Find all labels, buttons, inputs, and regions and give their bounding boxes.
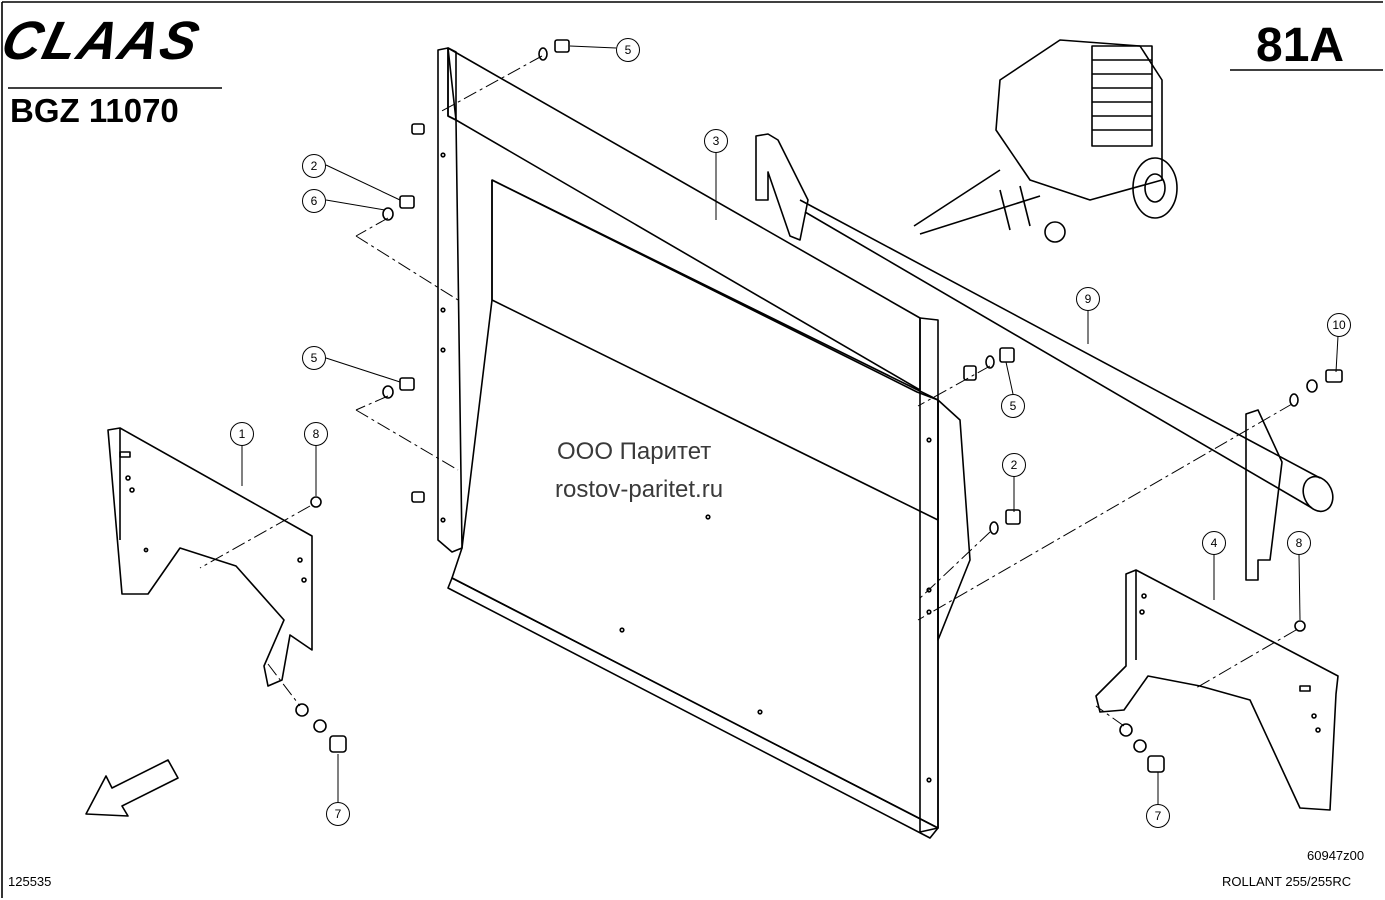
leader-lines: [241, 45, 1339, 804]
round-baler-illustration: [913, 39, 1178, 243]
figure-code: 60947z00: [1307, 848, 1365, 863]
callout-5-right: 5: [1001, 394, 1025, 418]
page-number: 81A: [1256, 19, 1345, 72]
claas-logo: CLAAS: [0, 11, 207, 71]
callout-3: 3: [704, 129, 728, 153]
reference-number: 125535: [8, 874, 52, 889]
side-plate-1: [107, 427, 313, 687]
callout-7-left: 7: [326, 802, 350, 826]
watermark-website: rostov-paritet.ru: [555, 476, 724, 503]
main-panel: [437, 47, 971, 839]
fasteners: [295, 39, 1343, 773]
callout-2-left: 2: [302, 154, 326, 178]
arrow-down-left-icon: [85, 759, 179, 817]
callout-8-right: 8: [1287, 531, 1311, 555]
callout-5-top: 5: [616, 38, 640, 62]
callout-8-left: 8: [304, 422, 328, 446]
callout-6: 6: [302, 189, 326, 213]
support-bracket-right: [1245, 409, 1283, 581]
side-plate-4: [1095, 569, 1339, 811]
callout-7-right: 7: [1146, 804, 1170, 828]
support-bracket-3: [755, 133, 809, 241]
callout-9: 9: [1076, 287, 1100, 311]
callout-2-right: 2: [1002, 453, 1026, 477]
callout-10: 10: [1327, 313, 1351, 337]
watermark-company: ООО Паритет: [557, 438, 712, 465]
callout-1: 1: [230, 422, 254, 446]
document-code: BGZ 11070: [10, 92, 179, 129]
machine-model: ROLLANT 255/255RC: [1222, 874, 1352, 889]
callout-4: 4: [1202, 531, 1226, 555]
cross-tube: [799, 199, 1334, 513]
assembly-dash-lines: [199, 55, 1297, 727]
callout-5-left: 5: [302, 346, 326, 370]
